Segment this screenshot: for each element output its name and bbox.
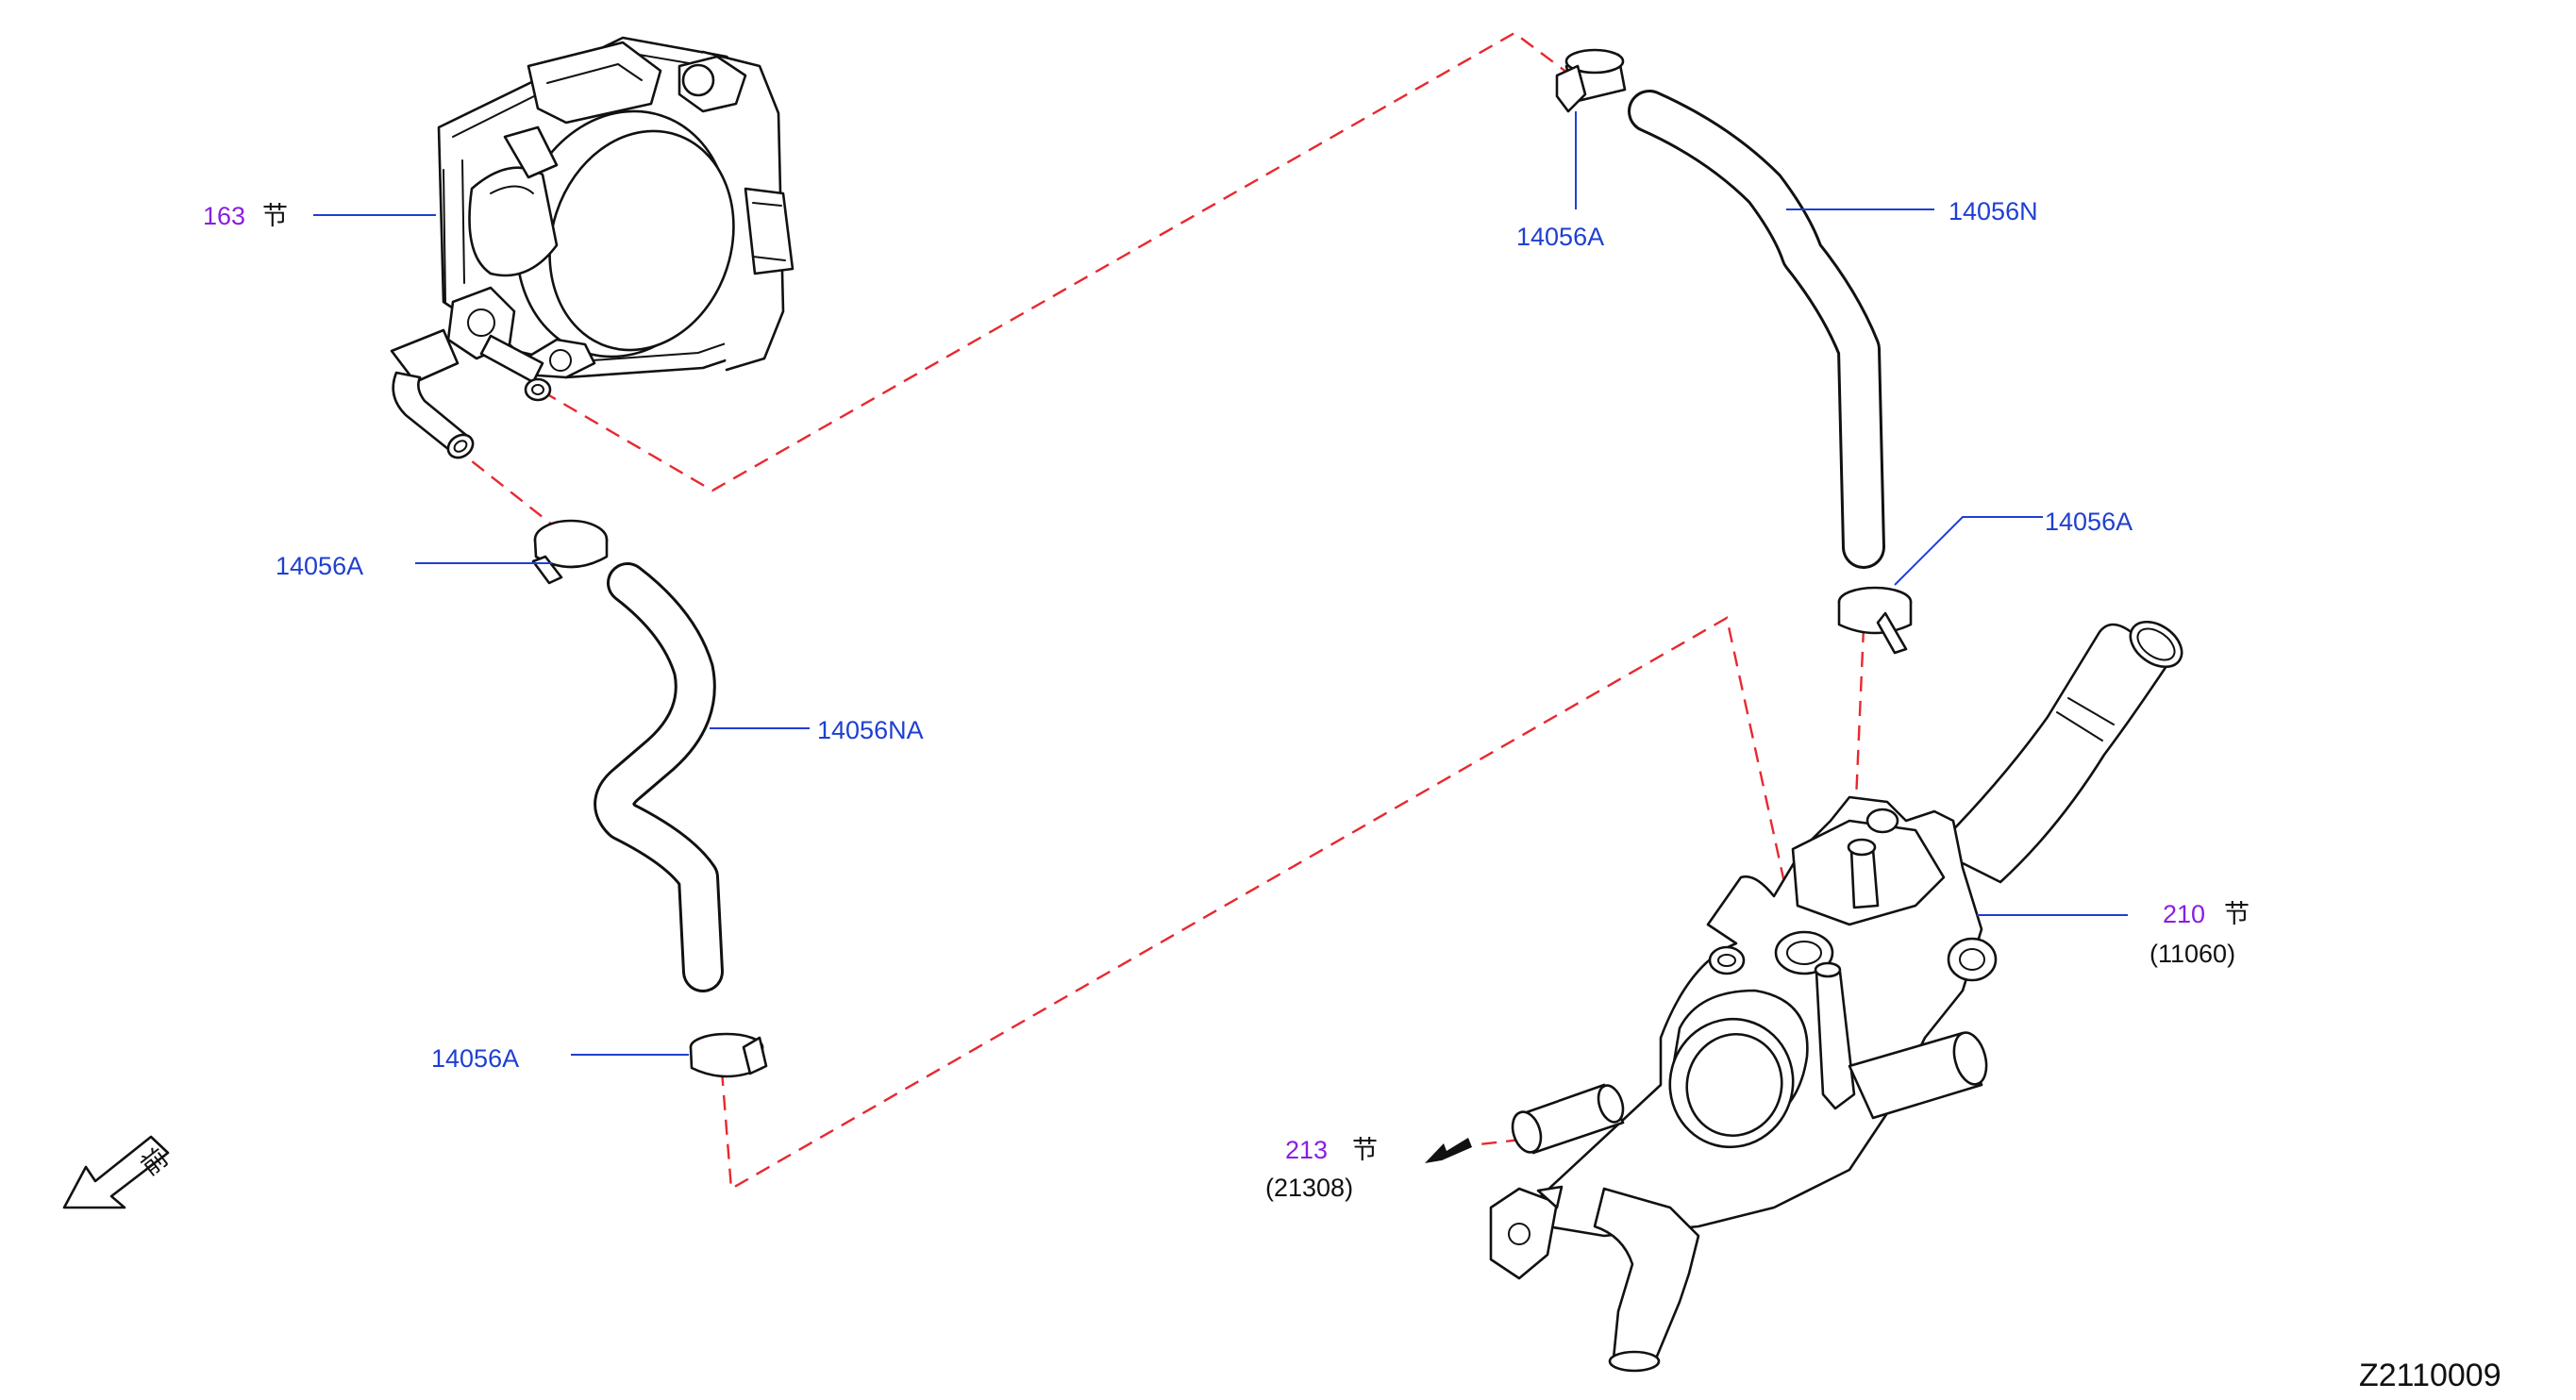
clamp-top-right xyxy=(1555,48,1627,113)
part-number-clamp-right-mid[interactable]: 14056A xyxy=(2045,508,2133,536)
diagram-code: Z2110009 xyxy=(2359,1358,2501,1393)
guide-lines xyxy=(452,31,1865,1191)
radiator-hose-ref[interactable]: 213 xyxy=(1285,1136,1328,1164)
front-direction-arrow xyxy=(62,1135,170,1209)
part-number-hose-upper-right[interactable]: 14056N xyxy=(1949,197,2038,225)
water-outlet-suffix: 节 xyxy=(2224,900,2250,929)
part-number-clamp-top-right[interactable]: 14056A xyxy=(1516,223,1604,251)
radiator-hose-direction-arrow xyxy=(1425,1138,1472,1163)
hose-14056na xyxy=(594,562,724,992)
throttle-body-suffix: 节 xyxy=(262,202,288,231)
water-outlet-ref[interactable]: 210 xyxy=(2163,900,2205,928)
throttle-body-ref[interactable]: 163 xyxy=(203,202,245,230)
hose-14056n xyxy=(1628,90,1885,569)
clamp-left-lower xyxy=(689,1032,768,1078)
leader-lines xyxy=(313,111,2128,1056)
part-number-clamp-left-upper[interactable]: 14056A xyxy=(276,552,363,580)
guide-line-radiator-hose xyxy=(1479,1138,1522,1146)
water-outlet xyxy=(1489,620,2183,1373)
callouts: 163 节 14056A 14056N 14056A 14056A 14056N… xyxy=(136,197,2501,1393)
radiator-hose-suffix: 节 xyxy=(1352,1136,1378,1165)
water-outlet-part-number: (11060) xyxy=(2149,940,2235,968)
guide-line-throttle-to-clamp xyxy=(452,445,558,529)
throttle-body xyxy=(390,36,795,459)
radiator-hose-part-number: (21308) xyxy=(1265,1174,1353,1202)
guide-line-clamp-to-outlet xyxy=(720,616,1799,1191)
part-number-hose-left[interactable]: 14056NA xyxy=(817,716,924,744)
guide-line-throttle-to-hose xyxy=(542,31,1572,492)
clamp-right-mid xyxy=(1837,586,1913,655)
part-number-clamp-left-lower[interactable]: 14056A xyxy=(431,1044,519,1073)
clamp-left-upper xyxy=(531,519,609,585)
